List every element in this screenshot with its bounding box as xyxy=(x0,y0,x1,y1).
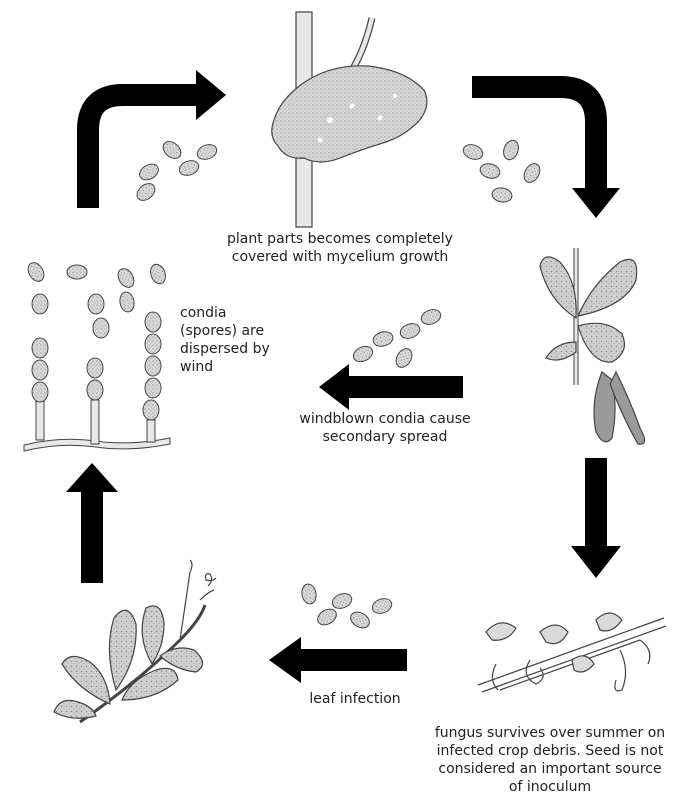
caption-mycelium-growth: plant parts becomes completely covered w… xyxy=(205,230,475,266)
spore-cluster-top-left xyxy=(134,138,219,204)
caption-secondary-spread: windblown condia cause secondary spread xyxy=(290,410,480,446)
arrow-left-middle xyxy=(319,364,463,410)
spore-cluster-middle xyxy=(351,307,443,370)
arrow-up-left xyxy=(66,463,118,583)
arrow-left-bottom xyxy=(269,637,407,683)
pea-leaves-illustration xyxy=(54,560,216,722)
spore-cluster-bottom xyxy=(300,583,393,631)
spore-cluster-top-right xyxy=(461,138,543,203)
arrow-curved-top-left xyxy=(88,70,226,208)
crop-debris-illustration xyxy=(478,613,666,692)
caption-spores-dispersed: condia (spores) are dispersed by wind xyxy=(180,304,280,376)
stem-with-mycelium-illustration xyxy=(272,12,427,227)
caption-leaf-infection: leaf infection xyxy=(290,690,420,708)
arrow-down-right xyxy=(571,458,621,578)
caption-fungus-survives: fungus survives over summer on infected … xyxy=(430,724,670,796)
pea-plant-with-pods-illustration xyxy=(540,248,645,444)
conidia-chains-illustration xyxy=(24,260,170,451)
